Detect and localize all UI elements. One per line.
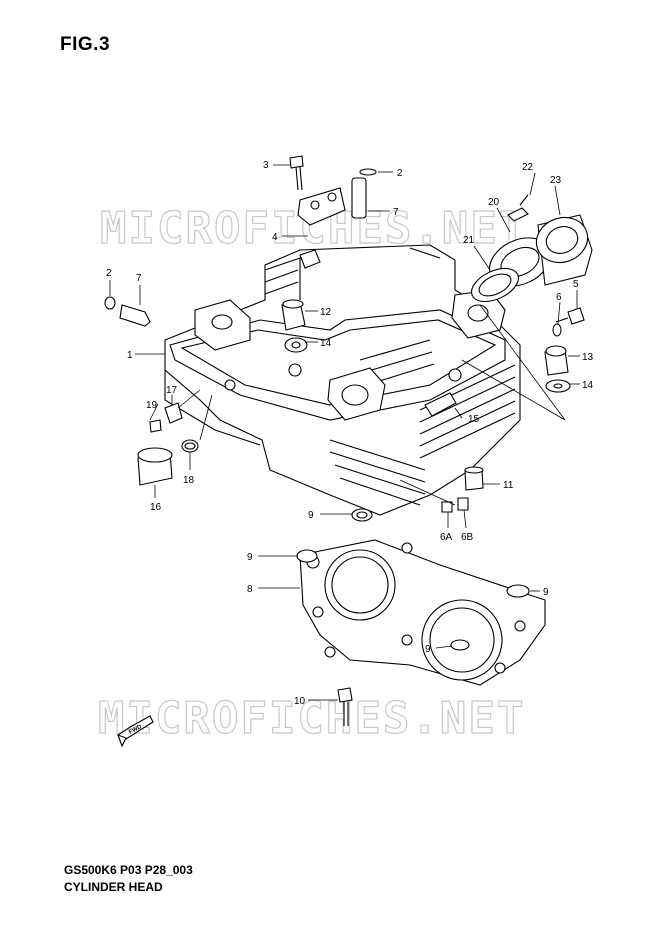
callout-9-right: 9	[543, 587, 549, 598]
watermark-bottom: MICROFICHES.NET	[98, 693, 525, 744]
leader-lines	[109, 164, 580, 701]
intake-pipe-assembly	[471, 194, 593, 303]
callout-15: 15	[468, 414, 480, 425]
callout-2-left: 2	[106, 268, 112, 279]
callout-9-bottom: 9	[425, 644, 431, 655]
callout-14-left: 14	[320, 338, 332, 349]
callout-17: 17	[166, 385, 178, 396]
callout-6: 6	[556, 292, 562, 303]
callout-20: 20	[488, 197, 500, 208]
callout-7-left: 7	[136, 273, 142, 284]
callout-9-left: 9	[247, 552, 253, 563]
callout-10: 10	[294, 696, 306, 707]
callout-4: 4	[272, 232, 278, 243]
cylinder-head-illustration	[164, 244, 521, 516]
callout-23: 23	[550, 175, 562, 186]
callout-6b: 6B	[461, 532, 474, 543]
callout-19: 19	[146, 400, 158, 411]
callout-1: 1	[127, 350, 133, 361]
callout-12: 12	[320, 307, 332, 318]
callout-14-right: 14	[582, 380, 594, 391]
callout-6a: 6A	[440, 532, 453, 543]
callout-2-top: 2	[397, 168, 403, 179]
callout-3: 3	[263, 160, 269, 171]
figure-code: GS500K6 P03 P28_003	[64, 863, 193, 877]
bolt-10-illustration	[337, 687, 353, 726]
small-parts	[104, 155, 585, 522]
callout-11: 11	[503, 480, 514, 491]
callout-21: 21	[463, 235, 475, 246]
figure-name: CYLINDER HEAD	[64, 880, 163, 894]
figure-title: FIG.3	[60, 34, 111, 55]
head-gasket	[296, 539, 546, 686]
callout-16: 16	[150, 502, 162, 513]
callout-9-upper: 9	[308, 510, 314, 521]
callout-22: 22	[522, 162, 534, 173]
callout-labels: 3 2 7 4 22 23 20 21 2 7 1 12 14 5 6 13 1…	[106, 160, 594, 707]
callout-13: 13	[582, 352, 594, 363]
callout-18: 18	[183, 475, 195, 486]
callout-7-top: 7	[393, 207, 399, 218]
callout-8: 8	[247, 584, 253, 595]
callout-5: 5	[573, 279, 579, 290]
